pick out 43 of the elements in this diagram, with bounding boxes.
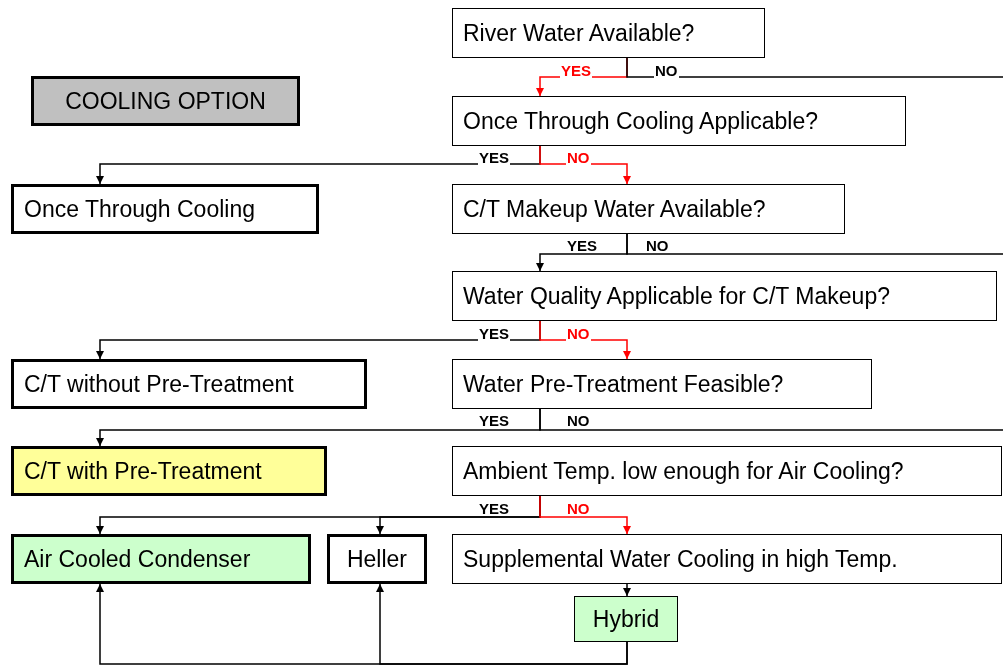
process-box: [574, 596, 678, 642]
title-box: [31, 76, 300, 126]
edge-label: NO: [566, 413, 591, 428]
process-box: [452, 96, 906, 146]
process-box: [452, 446, 1002, 496]
box-label: Water Pre-Treatment Feasible?: [463, 370, 784, 398]
edge-label: YES: [478, 501, 510, 516]
edge-label: NO: [645, 238, 670, 253]
process-box: [11, 184, 319, 234]
edge-label: YES: [560, 63, 592, 78]
edge-label: NO: [566, 326, 591, 341]
box-label: Once Through Cooling: [24, 195, 255, 223]
process-box: [11, 534, 311, 584]
box-label: Supplemental Water Cooling in high Temp.: [463, 545, 898, 573]
edge-label: YES: [478, 326, 510, 341]
box-label: COOLING OPTION: [65, 87, 266, 115]
process-box: [11, 359, 367, 409]
edge-label: YES: [478, 413, 510, 428]
box-label: C/T without Pre-Treatment: [24, 370, 294, 398]
box-label: C/T with Pre-Treatment: [24, 457, 262, 485]
edge-label: NO: [566, 501, 591, 516]
edge-label: NO: [654, 63, 679, 78]
box-label: Heller: [346, 545, 408, 573]
edge-label: YES: [478, 150, 510, 165]
box-label: River Water Available?: [463, 19, 695, 47]
process-box: [327, 534, 427, 584]
arrow: [623, 583, 631, 597]
edge-label: NO: [566, 150, 591, 165]
box-label: C/T Makeup Water Available?: [463, 195, 766, 223]
box-label: Air Cooled Condenser: [24, 545, 251, 573]
box-label: Ambient Temp. low enough for Air Cooling?: [463, 457, 904, 485]
process-box: [452, 184, 845, 234]
process-box: [452, 8, 765, 58]
box-label: Hybrid: [592, 605, 660, 633]
edge-label: YES: [566, 238, 598, 253]
process-box: [452, 359, 872, 409]
process-box: [452, 534, 1002, 584]
box-label: Once Through Cooling Applicable?: [463, 107, 819, 135]
process-box: [11, 446, 327, 496]
arrow: [376, 583, 628, 665]
process-box: [452, 271, 997, 321]
box-label: Water Quality Applicable for C/T Makeup?: [463, 282, 890, 310]
arrow: [539, 495, 631, 535]
